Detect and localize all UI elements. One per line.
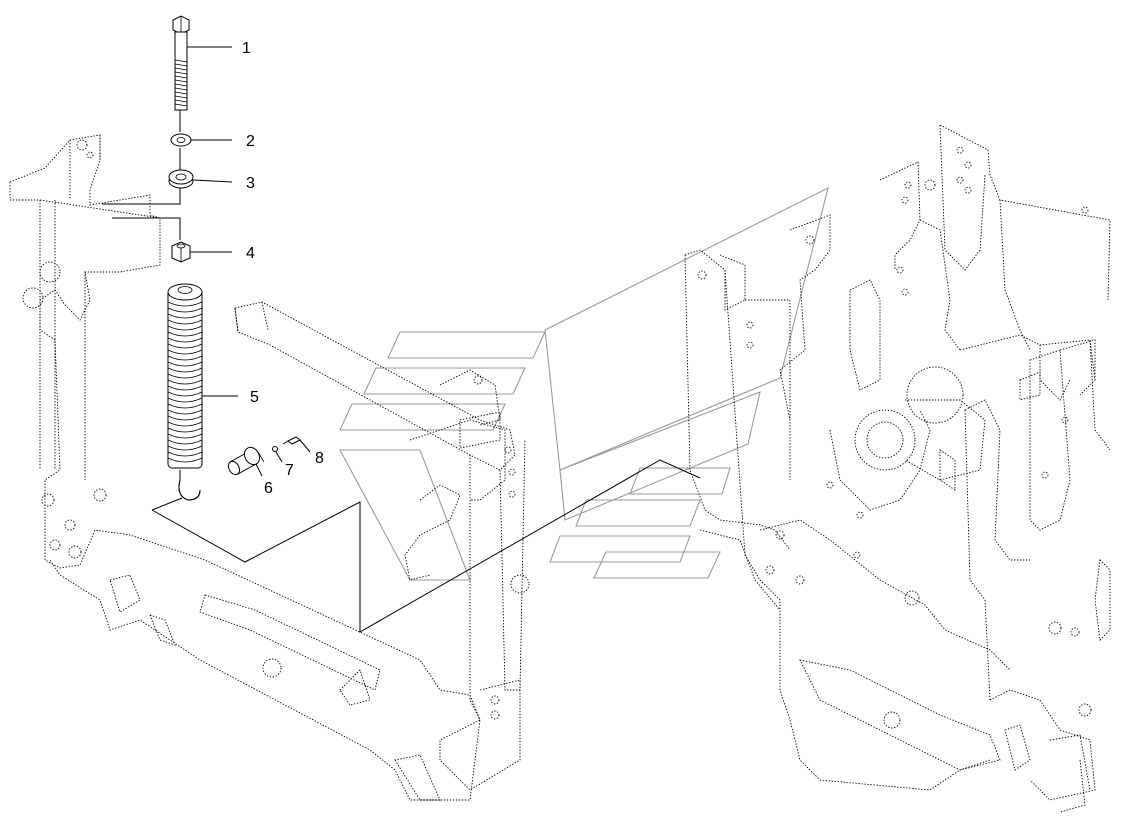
callout-8: 8 bbox=[315, 450, 324, 467]
callout-3: 3 bbox=[246, 175, 255, 192]
bolt-part bbox=[172, 15, 190, 111]
washer-part bbox=[170, 133, 192, 147]
callout-6: 6 bbox=[264, 480, 273, 497]
callout-7: 7 bbox=[285, 462, 294, 479]
watermark-logo bbox=[339, 186, 829, 581]
left-frame bbox=[9, 134, 481, 801]
callout-2: 2 bbox=[246, 133, 255, 150]
callout-4: 4 bbox=[246, 245, 255, 262]
nut-part bbox=[171, 241, 191, 263]
callout-1: 1 bbox=[242, 40, 251, 57]
small-washer-part bbox=[272, 446, 278, 452]
screw-part bbox=[282, 436, 301, 445]
leader-lines bbox=[102, 110, 701, 633]
spring-part bbox=[167, 283, 203, 501]
callout-leaders bbox=[187, 46, 311, 477]
spring-assembly bbox=[167, 15, 301, 501]
center-beam bbox=[234, 301, 530, 791]
right-frame bbox=[684, 124, 1111, 813]
thick-washer-part bbox=[168, 169, 194, 189]
callout-labels: 1 2 3 4 5 6 7 8 bbox=[242, 40, 324, 497]
callout-5: 5 bbox=[250, 389, 259, 406]
pin-part bbox=[227, 446, 265, 476]
